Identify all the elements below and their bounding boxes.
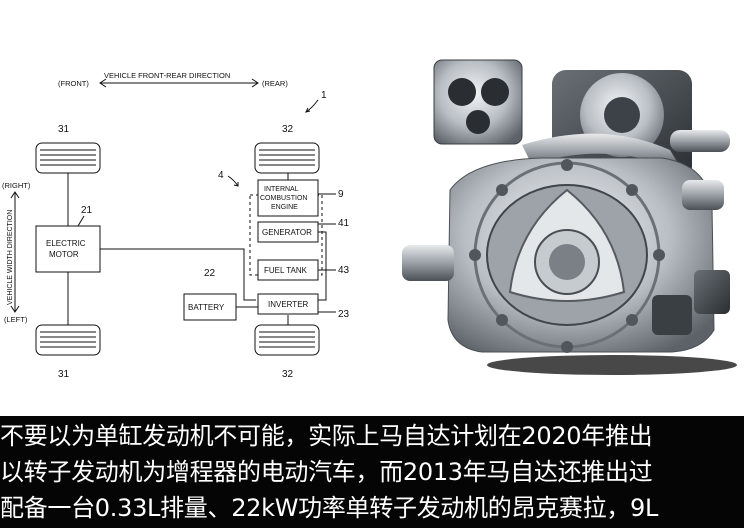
system-ref: 1 <box>321 90 327 101</box>
front-rear-arrow <box>99 78 259 88</box>
fuel-tank-ref: 43 <box>338 265 350 276</box>
fuel-tank-label: FUEL TANK <box>264 266 308 275</box>
left-label: (LEFT) <box>4 315 28 324</box>
wheel-ref-front-bottom: 31 <box>58 369 70 380</box>
engine-line3: ENGINE <box>271 204 298 211</box>
width-label: VEHICLE WIDTH DIRECTION <box>7 210 14 305</box>
generator-label: GENERATOR <box>262 228 312 237</box>
engine-box <box>257 179 319 217</box>
wheel-ref-rear-bottom: 32 <box>282 369 294 380</box>
battery-ref: 22 <box>204 268 216 279</box>
wheel-ref-front-top: 31 <box>58 124 70 135</box>
caption-line-2: 以转子发动机为增程器的电动汽车，而2013年马自达还推出过 <box>0 458 653 486</box>
motor-line2: MOTOR <box>49 250 79 259</box>
engine-line1: INTERNAL <box>264 186 299 193</box>
rear-label: (REAR) <box>262 79 288 88</box>
patent-diagram: VEHICLE FRONT-REAR DIRECTION (FRONT) (RE… <box>2 71 350 380</box>
motor-ref: 21 <box>81 205 93 216</box>
caption-band: 不要以为单缸发动机不可能，实际上马自达计划在2020年推出 以转子发动机为增程器… <box>0 416 744 528</box>
engine-ref: 9 <box>338 189 344 200</box>
right-label: (RIGHT) <box>2 181 31 190</box>
caption-line-3: 配备一台0.33L排量、22kW功率单转子发动机的昂克赛拉，9L <box>0 494 659 522</box>
wheel-front-bottom <box>35 324 101 356</box>
wheel-front-top <box>35 142 101 174</box>
wheel-rear-top <box>254 142 320 174</box>
direction-label: VEHICLE FRONT-REAR DIRECTION <box>104 71 230 80</box>
inverter-box <box>257 293 319 315</box>
caption-line-1: 不要以为单缸发动机不可能，实际上马自达计划在2020年推出 <box>0 422 653 450</box>
inverter-ref: 23 <box>338 309 350 320</box>
motor-line1: ELECTRIC <box>46 239 86 248</box>
width-arrow <box>10 191 20 313</box>
front-label: (FRONT) <box>58 79 89 88</box>
wheel-rear-bottom <box>254 324 320 356</box>
electric-motor-box <box>35 225 101 273</box>
generator-ref: 41 <box>338 218 350 229</box>
wheel-ref-rear-top: 32 <box>282 124 294 135</box>
battery-box <box>183 293 237 321</box>
battery-label: BATTERY <box>188 303 225 312</box>
rotary-engine-photo <box>402 59 737 375</box>
unit-ref: 4 <box>218 170 224 181</box>
engine-line2: COMBUSTION <box>260 195 307 202</box>
inverter-label: INVERTER <box>268 300 309 309</box>
